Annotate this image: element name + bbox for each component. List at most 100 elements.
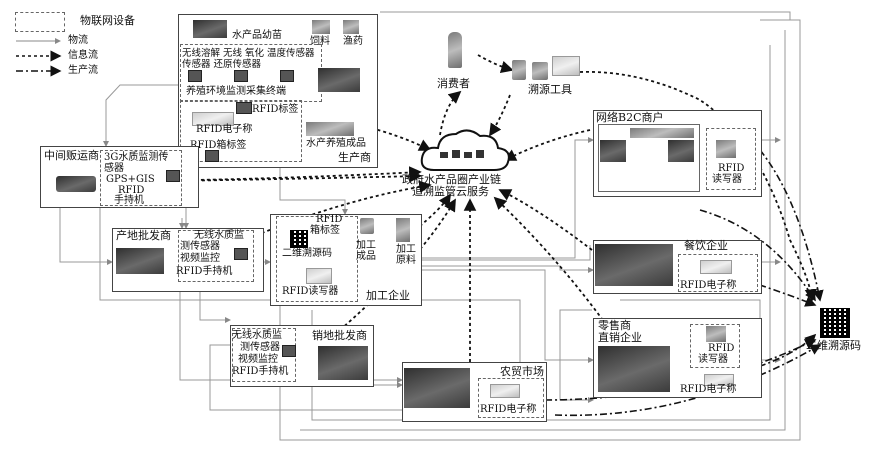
processing-box-tag2: 箱标签 (310, 225, 340, 236)
origin-wholesale-title: 产地批发商 (116, 229, 171, 242)
retail-reader-group (690, 324, 740, 368)
sales-sensor2-label: 测传感器 (240, 342, 280, 353)
information-lines (99, 54, 818, 380)
consumer-icon (448, 32, 462, 68)
legend-lines (16, 38, 62, 77)
retail-reader1: RFID (708, 343, 735, 354)
processing-raw2: 原料 (396, 255, 416, 266)
producer-rfid-box-label: RFID箱标签 (190, 140, 247, 151)
producer-rfid-chip-label: RFID电子称 (196, 124, 253, 135)
retail-title2: 直销企业 (598, 331, 642, 344)
traceability-qr-icon (820, 308, 850, 338)
website-image (668, 140, 694, 162)
rfid-box-icon (205, 150, 219, 162)
legend-iot-label: 物联网设备 (80, 14, 135, 27)
middleman-title: 中间贩运商 (44, 149, 99, 162)
scanner-icon (532, 62, 548, 80)
trace-tool-label: 溯源工具 (528, 83, 572, 96)
sales-sensor1-label: 无线水质监 (232, 330, 282, 341)
medicine-photo (343, 20, 359, 34)
producer-medicine-label: 渔药 (343, 36, 363, 47)
catering-title: 餐饮企业 (684, 239, 728, 252)
b2c-reader2: 读写器 (712, 174, 742, 185)
retail-title1: 零售商 (598, 319, 631, 332)
producer-sensors-label: 无线溶解 无线 氧化 温度传感器 传感器 还原传感器 (182, 48, 315, 70)
sensor-icon (234, 70, 248, 82)
qr-code-icon (290, 230, 308, 248)
finished-product-photo (306, 122, 354, 136)
rfid-reader-icon (706, 326, 726, 342)
catering-rfid-label: RFID电子称 (680, 280, 737, 291)
truck-icon (56, 176, 96, 192)
rfid-scale-icon (704, 374, 734, 386)
middleman-device-group (100, 150, 182, 206)
phone-icon (512, 60, 526, 80)
fry-photo (193, 20, 227, 38)
origin-video-label: 视频监控 (180, 253, 220, 264)
legend-iot-swatch (15, 12, 65, 32)
b2c-title: 网络B2C商户 (596, 111, 664, 124)
b2c-reader1: RFID (718, 163, 745, 174)
retail-reader2: 读写器 (698, 354, 728, 365)
rfid-reader-icon (306, 268, 332, 284)
processing-title: 加工企业 (366, 289, 410, 302)
market-photo (404, 368, 470, 408)
producer-terminal-label: 养殖环境监测采集终端 (186, 86, 286, 97)
middleman-rfid-label: RFID (118, 185, 145, 196)
catering-device-group (678, 254, 758, 292)
producer-rfid-tag-label: RFID标签 (252, 104, 299, 115)
processing-raw1: 加工 (396, 244, 416, 255)
market-device-group (478, 378, 544, 418)
supermarket-photo (598, 346, 670, 392)
origin-device-group (178, 230, 254, 282)
rfid-scale-icon (192, 112, 234, 126)
raw-material-icon (396, 218, 410, 242)
sensor-icon (188, 70, 202, 82)
sales-handset-label: RFID手持机 (232, 366, 289, 377)
producer-fry-label: 水产品幼苗 (232, 30, 282, 41)
b2c-device-group (706, 128, 756, 190)
legend-information-label: 信息流 (68, 50, 98, 61)
camera-icon (282, 345, 296, 357)
processing-processed2: 成品 (356, 251, 376, 262)
producer-title: 生产商 (338, 151, 371, 164)
sensor-icon (280, 70, 294, 82)
sales-video-label: 视频监控 (238, 354, 278, 365)
cloud-line2: 追溯监管云服务 (412, 185, 489, 198)
origin-sensor2-label: 测传感器 (180, 241, 220, 252)
feed-photo (312, 20, 330, 34)
laptop-icon (552, 56, 580, 76)
origin-market-photo (116, 248, 164, 274)
pond-photo (318, 68, 360, 92)
qr-code-label: 二维溯源码 (806, 339, 861, 352)
sales-market-photo (318, 346, 368, 380)
processing-qr-label: 二维溯源码 (282, 248, 332, 259)
processing-device-group (276, 216, 358, 302)
rfid-scale-icon (700, 260, 732, 274)
sales-wholesale-title: 销地批发商 (312, 329, 367, 342)
legend-production-label: 生产流 (68, 65, 98, 76)
producer-rfid-group (180, 100, 302, 162)
producer-feed-label: 饲料 (310, 36, 330, 47)
rfid-tag-icon (236, 102, 252, 114)
origin-sensor1-label: 无线水质监 (194, 230, 244, 241)
middleman-device-label: 3G水质监测传感器 (104, 152, 169, 174)
restaurant-photo (595, 244, 673, 286)
market-title: 农贸市场 (500, 365, 544, 378)
rfid-reader-icon (716, 140, 736, 158)
processed-product-icon (360, 218, 374, 234)
middleman-handset-label: 手持机 (114, 195, 144, 206)
website-banner (630, 128, 694, 138)
website-image (600, 140, 626, 162)
rfid-scale-icon (490, 384, 520, 398)
processing-processed1: 加工 (356, 240, 376, 251)
cloud-line1: 政府水产品圈产业链 (402, 173, 501, 186)
retail-rfid-label: RFID电子称 (680, 384, 737, 395)
middleman-gps-label: GPS+GIS (106, 174, 155, 185)
processing-box-tag1: RFID (316, 214, 343, 225)
gps-device-icon (166, 170, 180, 182)
market-rfid-label: RFID电子称 (480, 404, 537, 415)
camera-icon (234, 248, 248, 260)
